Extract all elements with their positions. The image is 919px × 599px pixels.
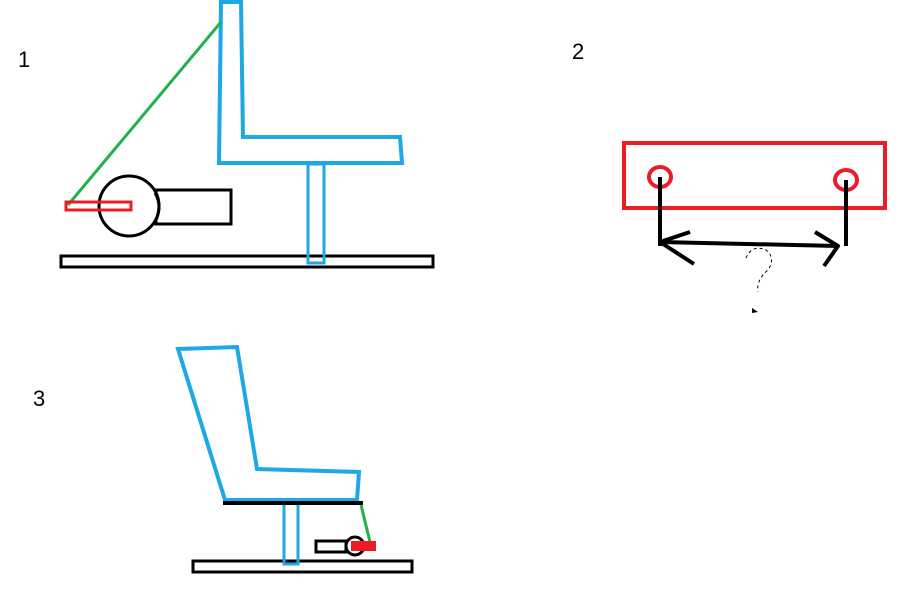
mount-plate-detail [622,141,887,210]
chair-body [216,0,405,165]
mount-plate [64,200,133,212]
pulley-shaft [153,192,161,223]
question-mark-dot [752,308,758,313]
panel-3: 3 [33,344,414,574]
arrowhead-left [658,230,696,266]
cable [66,21,223,206]
base-plate [59,254,435,269]
panel-3-label: 3 [33,386,45,411]
base-plate [191,559,414,574]
panel-1-label: 1 [18,47,30,72]
question-mark-curve [745,247,772,293]
cable [359,504,372,543]
pulley-wheel [97,174,161,238]
panel-1: 1 [18,0,435,269]
panel-2-label: 2 [572,39,584,64]
mount-plate [351,541,376,551]
chair-body-reclined [175,344,362,502]
panel-2: 2 [572,39,887,313]
dimension-arrow [659,240,839,248]
arrowhead-right [813,230,840,268]
